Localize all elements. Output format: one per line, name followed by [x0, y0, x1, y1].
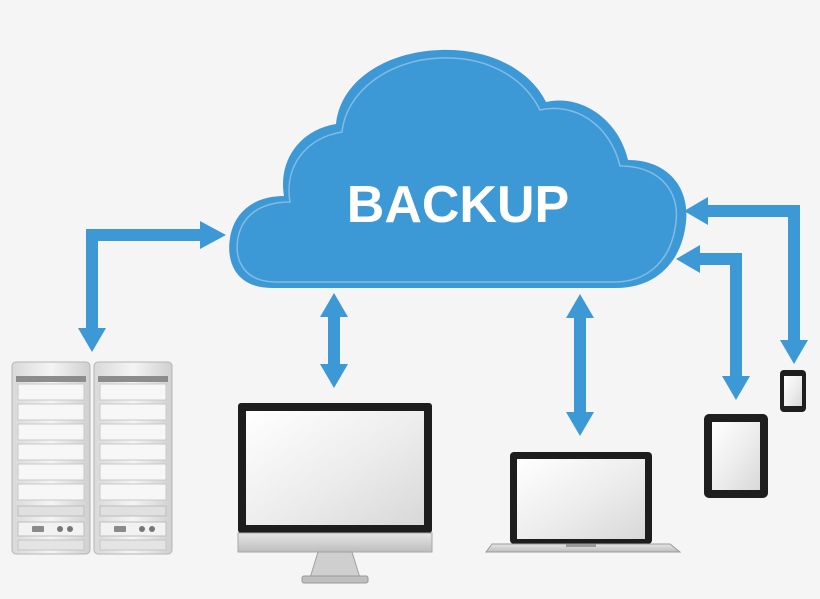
arrow-group	[78, 197, 808, 436]
tablet-sync-arrow	[676, 245, 750, 400]
phone-icon	[780, 370, 806, 412]
laptop-sync-arrow	[566, 294, 594, 436]
cloud-label: BACKUP	[347, 176, 569, 234]
tablet-icon	[704, 414, 768, 498]
desktop-monitor	[237, 403, 433, 584]
server-sync-arrow	[78, 221, 226, 352]
desktop-sync-arrow	[320, 293, 348, 388]
laptop-icon	[485, 452, 682, 553]
laptop	[485, 452, 682, 553]
phone-sync-arrow	[684, 197, 808, 364]
smartphone	[780, 370, 806, 412]
cloud-inner-outline	[236, 57, 678, 283]
tablet	[704, 414, 768, 498]
server-rack	[11, 361, 173, 555]
cloud-shape	[229, 49, 687, 289]
monitor-icon	[237, 403, 433, 584]
server-icon	[11, 361, 173, 555]
backup-cloud: BACKUP	[229, 49, 687, 289]
